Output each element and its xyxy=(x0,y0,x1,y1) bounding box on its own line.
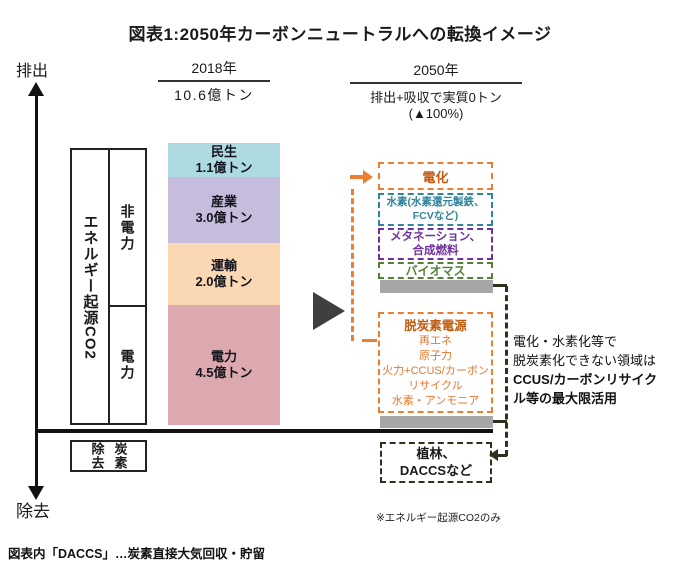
biomass-label: バイオマス xyxy=(405,263,466,278)
measure-box-biomass: バイオマス xyxy=(378,262,493,279)
power-label: 電力 xyxy=(119,349,136,381)
dark-connector-bottom-stub xyxy=(493,420,507,423)
segment-amount: 4.5億トン xyxy=(195,365,253,380)
methanation-label-line2: 合成燃料 xyxy=(412,245,459,257)
non-power-label: 非電力 xyxy=(119,203,136,252)
forest-arrow-icon xyxy=(489,449,498,461)
forest-label-line2: DACCSなど xyxy=(399,462,473,478)
segment-name: 運輸 xyxy=(210,257,237,273)
hydrogen-label-line1: 水素(水素還元製鉄、 xyxy=(386,195,485,208)
measure-box-hydrogen: 水素(水素還元製鉄、 FCVなど) xyxy=(378,193,493,226)
orange-dashed-connector xyxy=(351,189,354,341)
emissions-stacked-bar: 民生 1.1億トン 産業 3.0億トン 運輸 2.0億トン 電力 4.5億トン xyxy=(168,143,280,425)
axis-up-arrow-icon xyxy=(28,82,44,96)
electrification-label: 電化 xyxy=(422,169,449,185)
side-note-line-bold: CCUS/カーボンリサイク xyxy=(513,372,658,387)
ccus-side-note: 電化・水素化等で 脱炭素化できない領域は CCUS/カーボンリサイク ル等の最大… xyxy=(513,332,679,408)
electrification-arrow-icon xyxy=(363,170,373,184)
side-note-line: 脱炭素化できない領域は xyxy=(513,353,657,368)
vertical-axis-line xyxy=(35,94,38,488)
bar-segment-sangyo: 産業 3.0億トン xyxy=(168,177,280,243)
carbon-removal-box: 除去 炭素 xyxy=(70,440,147,472)
dark-connector-top-stub xyxy=(493,284,507,287)
axis-down-arrow-icon xyxy=(28,486,44,500)
bar-segment-minsei: 民生 1.1億トン xyxy=(168,143,280,177)
decarb-line: 水素・アンモニア xyxy=(391,395,480,407)
methanation-label-line1: メタネーション、 xyxy=(389,230,482,243)
gray-bar-upper xyxy=(380,280,493,293)
forest-label-line1: 植林、 xyxy=(416,445,456,461)
dark-dashed-connector xyxy=(505,286,508,456)
segment-amount: 3.0億トン xyxy=(195,210,253,225)
gray-bar-lower xyxy=(380,416,493,428)
measure-box-electrification: 電化 xyxy=(378,162,493,190)
column-header-2050: 2050年 排出+吸収で実質0トン (▲100%) xyxy=(350,60,522,121)
decarb-line: 原子力 xyxy=(419,350,452,362)
column-header-2018: 2018年 10.6億トン xyxy=(158,58,270,105)
transition-arrow-icon xyxy=(313,292,345,330)
total-2018-label: 10.6億トン xyxy=(174,87,254,103)
segment-name: 民生 xyxy=(210,143,237,159)
axis-bottom-label: 除去 xyxy=(16,502,50,521)
electrification-arrow-shaft xyxy=(350,175,364,179)
energy-origin-footnote: ※エネルギー起源CO2のみ xyxy=(376,512,501,524)
hydrogen-label-line2: FCVなど) xyxy=(412,209,459,222)
net-zero-label: 排出+吸収で実質0トン xyxy=(370,90,502,105)
decarbonized-power-box: 脱炭素電源 再エネ 原子力 火力+CCUS/カーボン リサイクル 水素・アンモニ… xyxy=(378,312,493,413)
horizontal-axis-line xyxy=(37,429,493,433)
power-split-column: 非電力 電力 xyxy=(110,150,145,423)
bar-segment-unyu: 運輸 2.0億トン xyxy=(168,243,280,305)
forest-daccs-box: 植林、 DACCSなど xyxy=(380,442,492,483)
energy-source-column: エネルギー起源CO2 xyxy=(72,150,110,423)
decarb-line: 火力+CCUS/カーボン xyxy=(382,365,489,377)
non-power-cell: 非電力 xyxy=(110,150,145,307)
measure-box-methanation: メタネーション、 合成燃料 xyxy=(378,228,493,260)
minus-100-percent-label: (▲100%) xyxy=(408,106,464,121)
carbon-removal-right-column: 炭素 xyxy=(112,442,128,470)
bar-segment-denryoku: 電力 4.5億トン xyxy=(168,305,280,425)
decarb-line: 再エネ xyxy=(419,335,452,347)
side-note-line-bold: ル等の最大限活用 xyxy=(513,391,618,406)
segment-name: 電力 xyxy=(210,348,237,364)
decarb-line: リサイクル xyxy=(408,380,463,392)
daccs-definition-footer: 図表内「DACCS」…炭素直接大気回収・貯留 xyxy=(8,547,265,561)
energy-source-label: エネルギー起源CO2 xyxy=(81,213,99,360)
power-cell: 電力 xyxy=(110,307,145,423)
year-2050-label: 2050年 xyxy=(350,60,522,84)
year-2018-label: 2018年 xyxy=(158,58,270,82)
segment-amount: 1.1億トン xyxy=(195,160,253,175)
page-title: 図表1:2050年カーボンニュートラルへの転換イメージ xyxy=(128,25,552,44)
segment-amount: 2.0億トン xyxy=(195,274,253,289)
forest-arrow-shaft xyxy=(497,454,507,457)
axis-top-label: 排出 xyxy=(16,63,49,80)
energy-origin-co2-box: エネルギー起源CO2 非電力 電力 xyxy=(70,148,147,425)
side-note-line: 電化・水素化等で xyxy=(513,334,618,349)
carbon-removal-left-column: 除去 xyxy=(89,442,105,470)
segment-name: 産業 xyxy=(210,193,237,209)
orange-connector-end-dash xyxy=(362,339,377,342)
decarb-title: 脱炭素電源 xyxy=(404,319,467,333)
